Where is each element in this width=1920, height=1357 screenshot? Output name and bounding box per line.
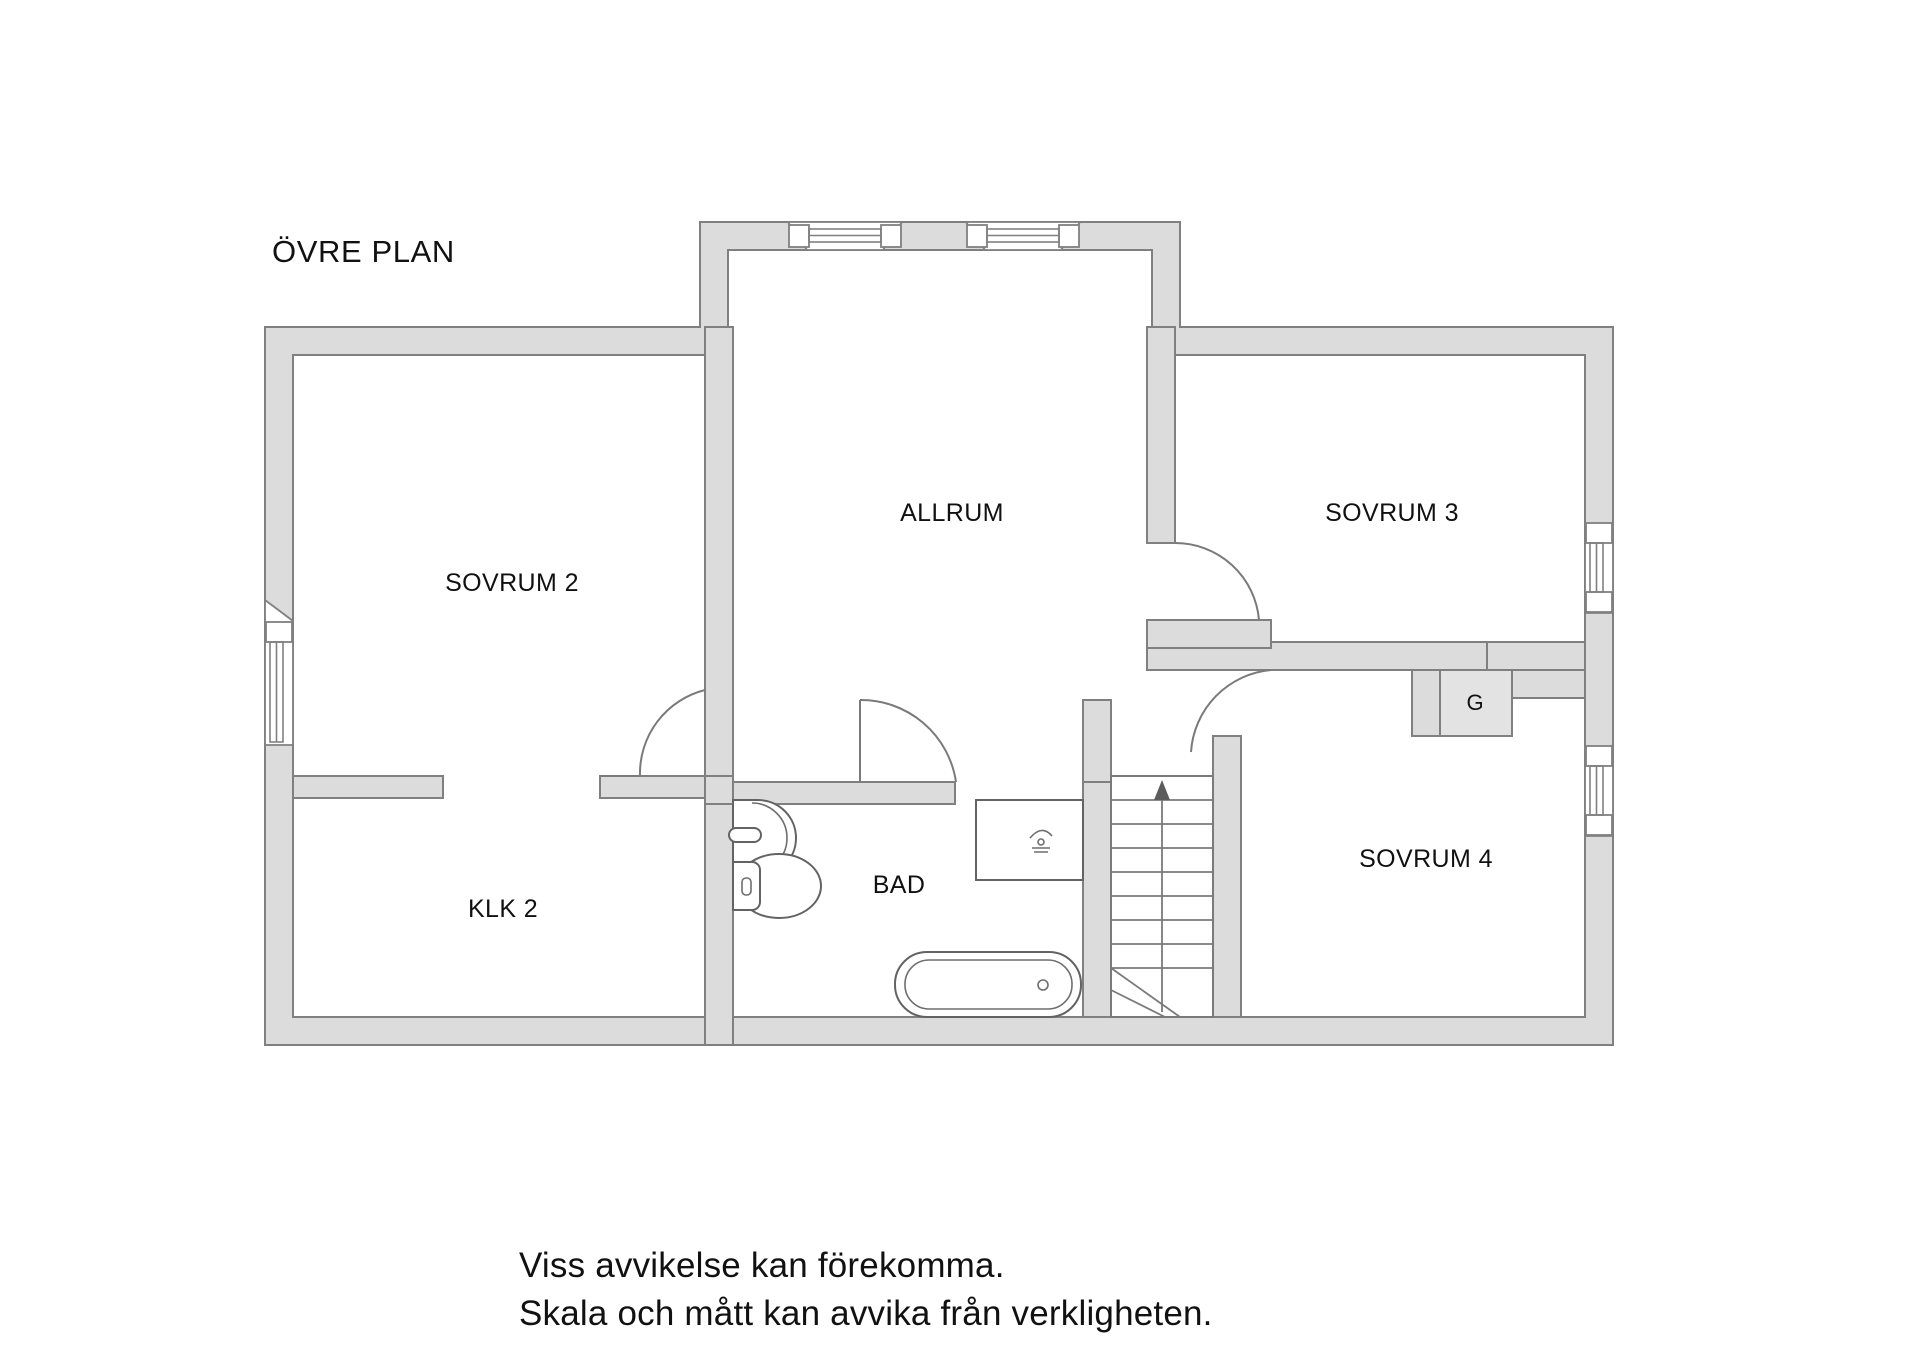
room-label-sovrum-2: SOVRUM 2 [445,569,579,597]
bathtub-fixture [894,951,1082,1018]
interior-wall-sovrum4-left [1212,735,1242,1018]
window-right-sovrum3 [1584,520,1614,614]
room-label-sovrum-4: SOVRUM 4 [1359,845,1493,873]
interior-wall-sovrum2-bottom-left [292,775,444,799]
room-label-klk-2: KLK 2 [468,895,538,923]
bathtub-drain-icon [1037,979,1049,991]
interior-wall-closet-left [1411,669,1441,737]
stair-up-arrow-icon [1154,780,1170,800]
interior-wall-bad-right-upper [1082,699,1112,783]
window-top-right [964,221,1082,251]
staircase [1110,775,1214,1018]
interior-wall-closet-right [1511,669,1586,699]
window-right-sovrum4 [1584,743,1614,837]
interior-wall-corridor-left-stub [1146,619,1272,649]
interior-wall-bad-right [1082,775,1112,1018]
room-label-allrum: ALLRUM [900,499,1004,527]
toilet-fixture [732,853,822,919]
room-label-bad: BAD [873,871,926,899]
room-label-sovrum-3: SOVRUM 3 [1325,499,1459,527]
interior-wall-right-upper [1146,326,1176,544]
closet-g-label: G [1466,690,1483,715]
door-bad [859,698,957,783]
interior-wall-left-vertical [704,326,734,1046]
interior-wall-bad-top [732,781,956,805]
footer-disclaimer-line-1: Viss avvikelse kan förekomma. [519,1246,1005,1285]
toilet-cistern [732,861,761,911]
shower-head-icon [1029,829,1053,839]
window-top-left [786,221,904,251]
window-left-sovrum2 [264,598,294,746]
door-sovrum4 [1190,669,1272,753]
interior-wall-corridor-right [1486,641,1586,671]
page-title: ÖVRE PLAN [272,234,455,269]
sink-faucet-icon [728,827,762,843]
shower-enclosure [975,799,1084,881]
door-sovrum2 [600,689,706,777]
door-sovrum3 [1174,541,1260,621]
footer-disclaimer-line-2: Skala och mått kan avvika från verklighe… [519,1294,1213,1333]
interior-wall-bad-corner [704,775,734,805]
